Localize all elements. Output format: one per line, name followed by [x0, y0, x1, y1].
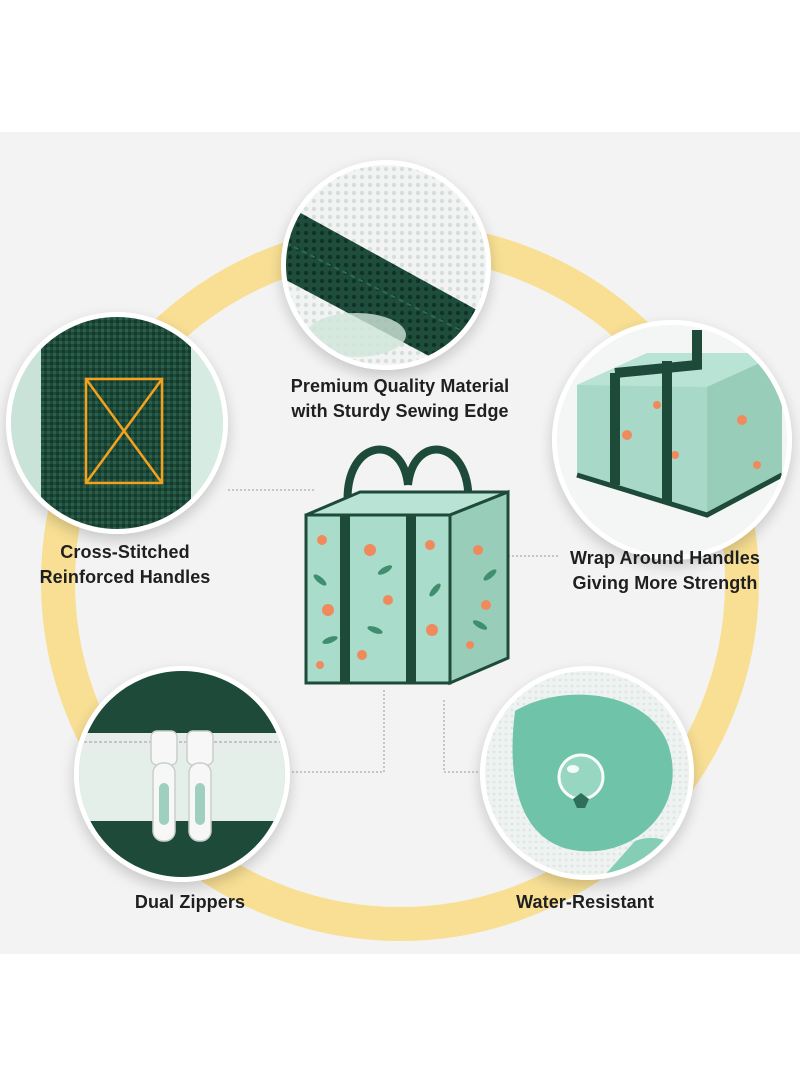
feature-zippers-line1: Dual Zippers: [134, 892, 246, 912]
feature-zippers: Dual Zippers: [100, 890, 280, 915]
water-drop-icon: [485, 671, 689, 875]
feature-material-line1: Premium Quality Material: [290, 376, 510, 396]
feature-wrap-line2: Giving More Strength: [572, 573, 758, 593]
zipper-icon: [79, 671, 285, 877]
zipper-closeup-circle: [74, 666, 290, 882]
mesh-fabric-icon: [286, 165, 486, 365]
wrap-handles-circle: [552, 320, 792, 560]
bag-top-view-icon: [557, 325, 787, 555]
cross-stitch-icon: [11, 317, 223, 529]
feature-handles-line1: Cross-Stitched: [60, 542, 190, 562]
feature-wrap-line1: Wrap Around Handles: [570, 548, 760, 568]
feature-wrap: Wrap Around Handles Giving More Strength: [550, 546, 780, 596]
handle-closeup-circle: [6, 312, 228, 534]
feature-material: Premium Quality Material with Sturdy Sew…: [250, 374, 550, 424]
feature-handles-line2: Reinforced Handles: [39, 567, 211, 587]
water-resistant-circle: [480, 666, 694, 880]
feature-handles: Cross-Stitched Reinforced Handles: [20, 540, 230, 590]
feature-material-line2: with Sturdy Sewing Edge: [291, 401, 509, 421]
feature-water: Water-Resistant: [495, 890, 675, 915]
feature-water-line1: Water-Resistant: [516, 892, 654, 912]
material-closeup-circle: [281, 160, 491, 370]
tote-bag-image: [304, 445, 510, 686]
